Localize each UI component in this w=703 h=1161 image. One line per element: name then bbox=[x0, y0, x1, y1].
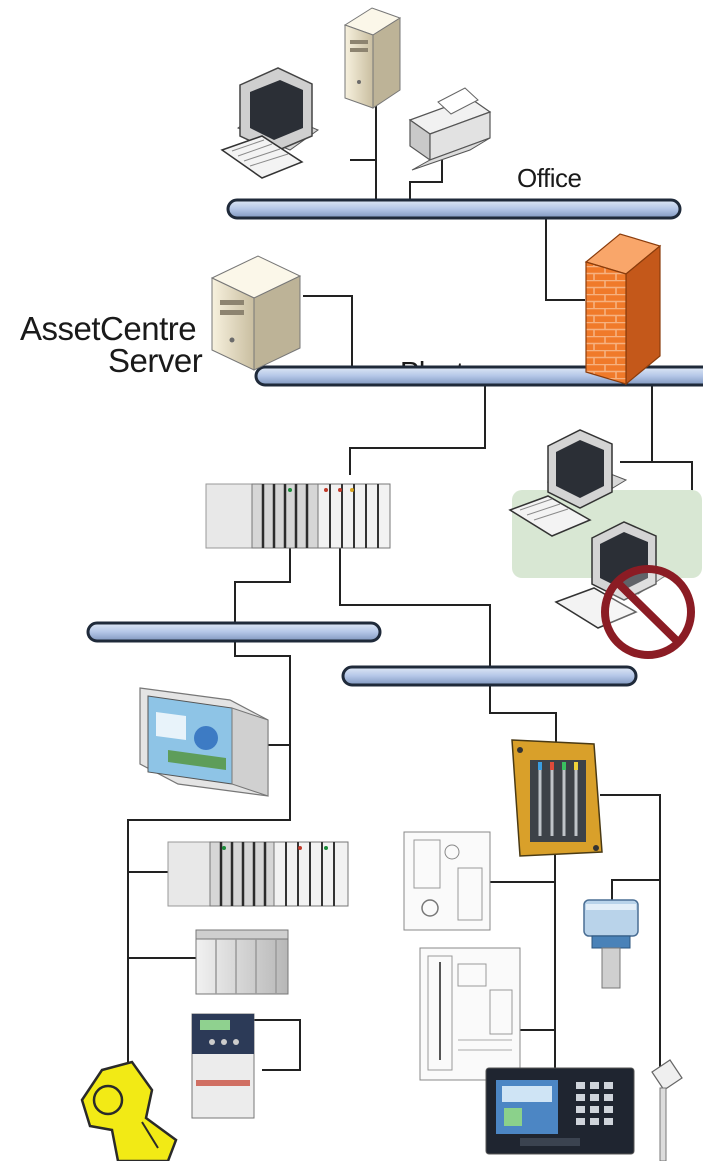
variable-frequency-drive-icon bbox=[191, 1013, 255, 1119]
server-tower-icon bbox=[210, 255, 302, 371]
assetcentre-server-label-line1: AssetCentre bbox=[20, 310, 197, 347]
desktop-computer-icon bbox=[508, 429, 628, 537]
robot-arm-icon bbox=[80, 1060, 178, 1161]
printer-icon bbox=[408, 87, 492, 171]
probe-sensor-icon bbox=[651, 1059, 683, 1161]
office-network-label: Office bbox=[517, 163, 582, 193]
server-tower-icon bbox=[343, 7, 402, 109]
assetcentre-server-label-line2: Server bbox=[108, 342, 203, 379]
control-bus-right bbox=[341, 665, 638, 687]
plc-chassis-icon bbox=[167, 841, 349, 907]
sensor-icon bbox=[583, 899, 639, 989]
drive-panel-icon bbox=[403, 831, 491, 931]
io-module-icon bbox=[195, 929, 289, 995]
drive-panel-icon bbox=[419, 947, 521, 1081]
touchscreen-panel-icon bbox=[139, 687, 269, 797]
no-entry-icon bbox=[601, 565, 695, 659]
plc-chassis-icon bbox=[205, 483, 391, 549]
operator-terminal-icon bbox=[485, 1067, 635, 1155]
field-io-block-icon bbox=[511, 739, 603, 857]
control-bus-left bbox=[86, 621, 382, 643]
firewall-icon bbox=[584, 233, 662, 386]
office-bus bbox=[226, 198, 682, 220]
desktop-computer-icon bbox=[220, 67, 320, 179]
